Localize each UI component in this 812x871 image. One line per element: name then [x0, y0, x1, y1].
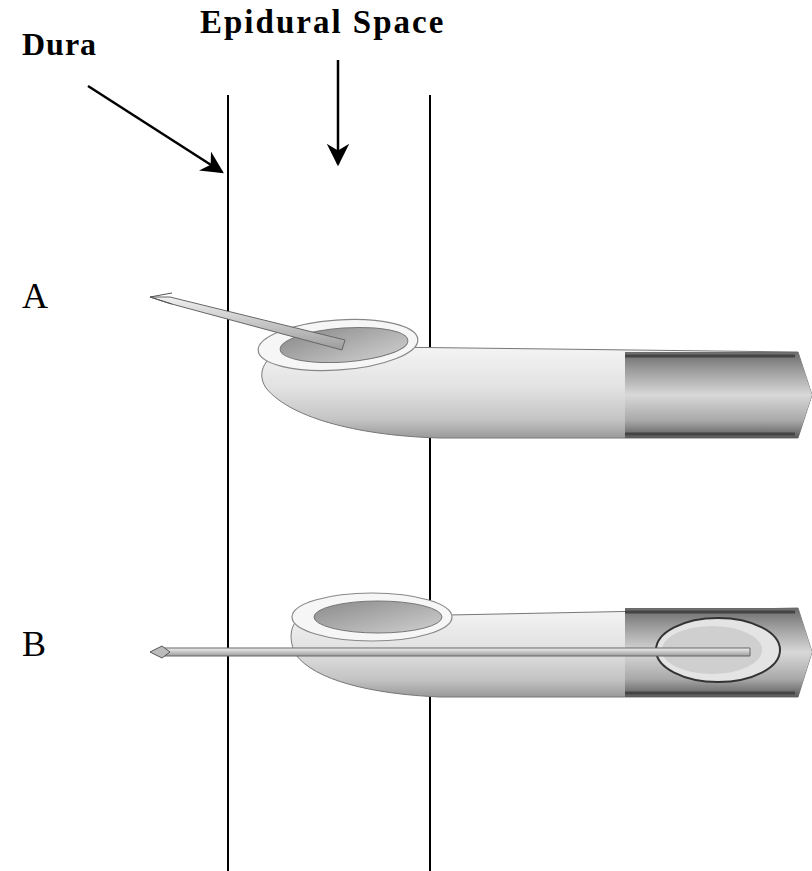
anatomy-label: Epidural Space [200, 6, 445, 39]
anatomy-label: Dura [22, 28, 97, 60]
needle-a [150, 293, 812, 438]
figure-letter: A [22, 278, 48, 314]
pointer-arrow [88, 86, 222, 172]
needle-b [150, 593, 812, 697]
dura-line [227, 95, 229, 871]
figure-letter: B [22, 626, 46, 662]
epidural-boundary-line [429, 95, 431, 871]
pointer-arrow [337, 60, 340, 164]
